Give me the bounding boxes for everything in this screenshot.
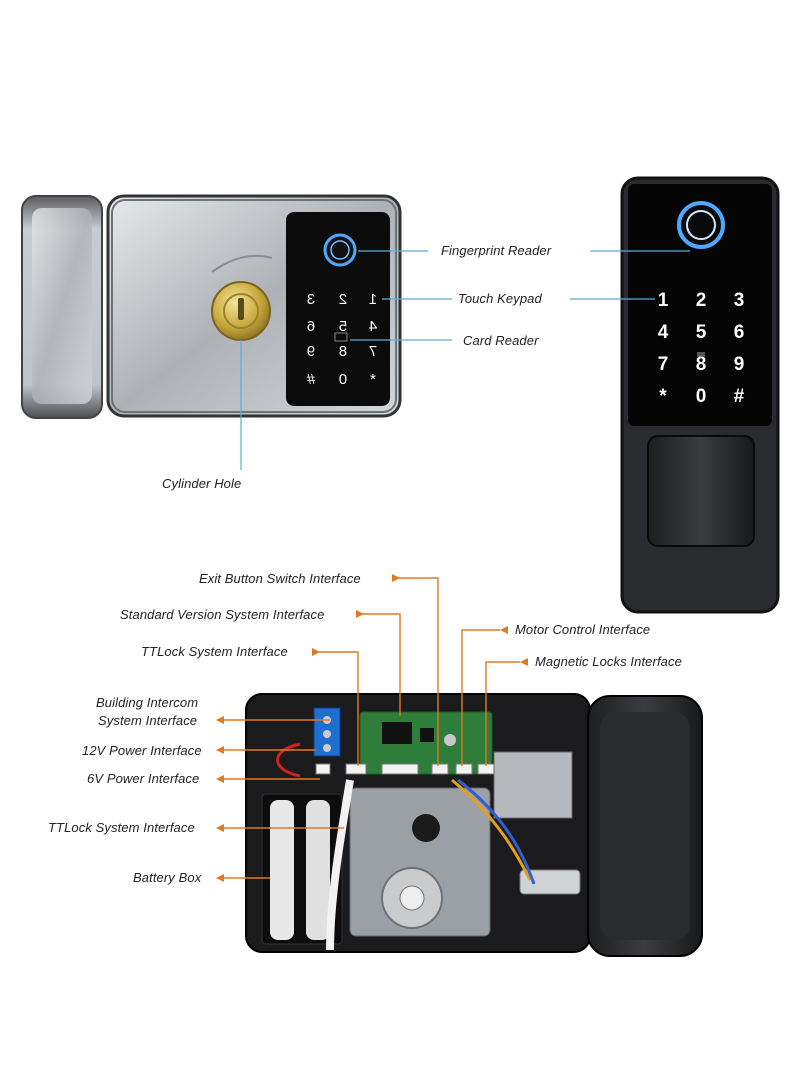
bottom-callout-lines — [218, 577, 520, 879]
label-touch-keypad: Touch Keypad — [458, 291, 542, 306]
touch-keypad-keys: 1 2 3 4 5 6 7 8 9 * 0 # — [658, 290, 745, 407]
label-ttlock-system-interface-left: TTLock System Interface — [48, 820, 195, 835]
lock-keypad-keys: 1 2 3 4 5 6 7 8 9 * 0 # — [306, 291, 377, 388]
outdoor-keypad-unit: 1 2 3 4 5 6 7 8 9 * 0 # — [620, 176, 780, 614]
label-magnetic-locks-interface: Magnetic Locks Interface — [535, 654, 682, 669]
lock-keypad-key: 6 — [307, 318, 315, 335]
fingerprint-reader-icon — [677, 201, 725, 249]
label-standard-version-system-interface: Standard Version System Interface — [120, 607, 325, 622]
lock-internal-view — [245, 693, 703, 957]
lock-keypad-key: * — [370, 371, 376, 388]
lock-keypad-key: 1 — [369, 291, 377, 308]
label-12v-power-interface: 12V Power Interface — [82, 743, 202, 758]
label-fingerprint-reader: Fingerprint Reader — [441, 243, 552, 258]
lock-keypad-key: # — [306, 371, 315, 388]
label-building-intercom-line1: Building Intercom — [96, 695, 199, 710]
lock-keypad-key: 2 — [339, 291, 347, 308]
lock-keypad-key: 8 — [339, 343, 347, 360]
label-card-reader: Card Reader — [463, 333, 539, 348]
keypad-key: 7 — [658, 354, 669, 375]
label-battery-box: Battery Box — [133, 870, 202, 885]
keypad-key: 1 — [658, 290, 669, 311]
lock-keypad-key: 7 — [369, 343, 377, 360]
keypad-key: 0 — [696, 386, 707, 407]
keypad-key: # — [734, 386, 745, 407]
keypad-key: 3 — [734, 290, 745, 311]
lock-keypad-key: 0 — [339, 371, 347, 388]
keypad-key: 5 — [696, 322, 707, 343]
label-building-intercom-line2: System Interface — [98, 713, 198, 728]
keypad-key: 9 — [734, 354, 745, 375]
keypad-key: * — [659, 386, 667, 407]
keypad-key: 8 — [696, 354, 707, 375]
keypad-unit-handle — [647, 435, 755, 547]
label-ttlock-system-interface-top: TTLock System Interface — [141, 644, 288, 659]
label-cylinder-hole: Cylinder Hole — [162, 476, 242, 491]
label-6v-power-interface: 6V Power Interface — [87, 771, 200, 786]
lock-keypad-key: 3 — [307, 291, 315, 308]
callout-arrowheads — [216, 574, 528, 882]
rim-lock-front-view: 1 2 3 4 5 6 7 8 9 * 0 # — [21, 194, 402, 419]
keypad-key: 6 — [734, 322, 745, 343]
keypad-key: 4 — [658, 322, 669, 343]
lock-keypad-key: 4 — [369, 318, 377, 335]
top-callout-lines — [240, 250, 690, 470]
lock-keypad-panel — [286, 212, 390, 406]
keypad-key: 2 — [696, 290, 707, 311]
label-exit-button-switch-interface: Exit Button Switch Interface — [199, 571, 361, 586]
lock-keypad-key: 9 — [307, 343, 315, 360]
fingerprint-sensor-icon — [323, 233, 357, 267]
label-motor-control-interface: Motor Control Interface — [515, 622, 651, 637]
lock-keypad-key: 5 — [339, 318, 347, 335]
